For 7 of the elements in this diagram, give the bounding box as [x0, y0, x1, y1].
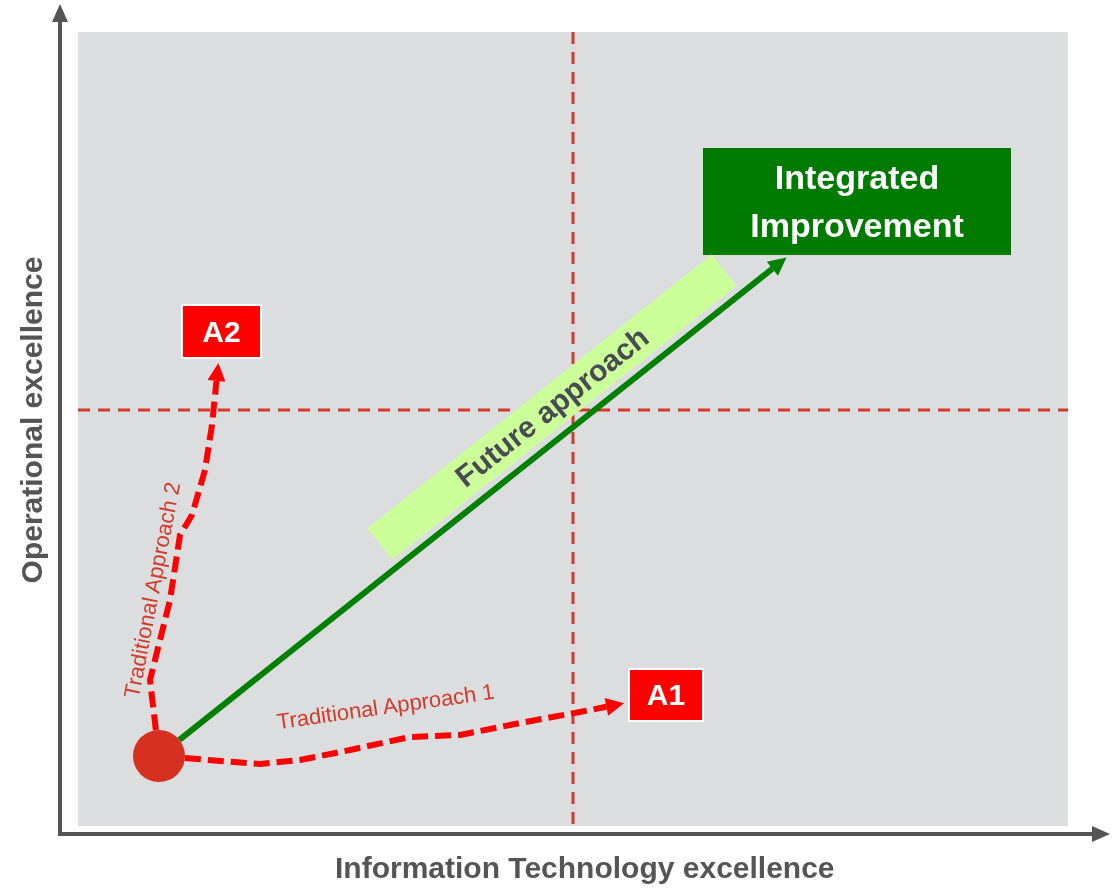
result-box: A2 [181, 304, 262, 359]
edge-label: Traditional Approach 2 [118, 479, 186, 701]
goal-box: Integrated Improvement [703, 148, 1011, 255]
edge-label: Traditional Approach 1 [274, 678, 496, 736]
axis-title: Information Technology excellence [335, 851, 835, 885]
axis-title: Operational excellence [14, 256, 49, 584]
result-box: A1 [628, 668, 704, 722]
